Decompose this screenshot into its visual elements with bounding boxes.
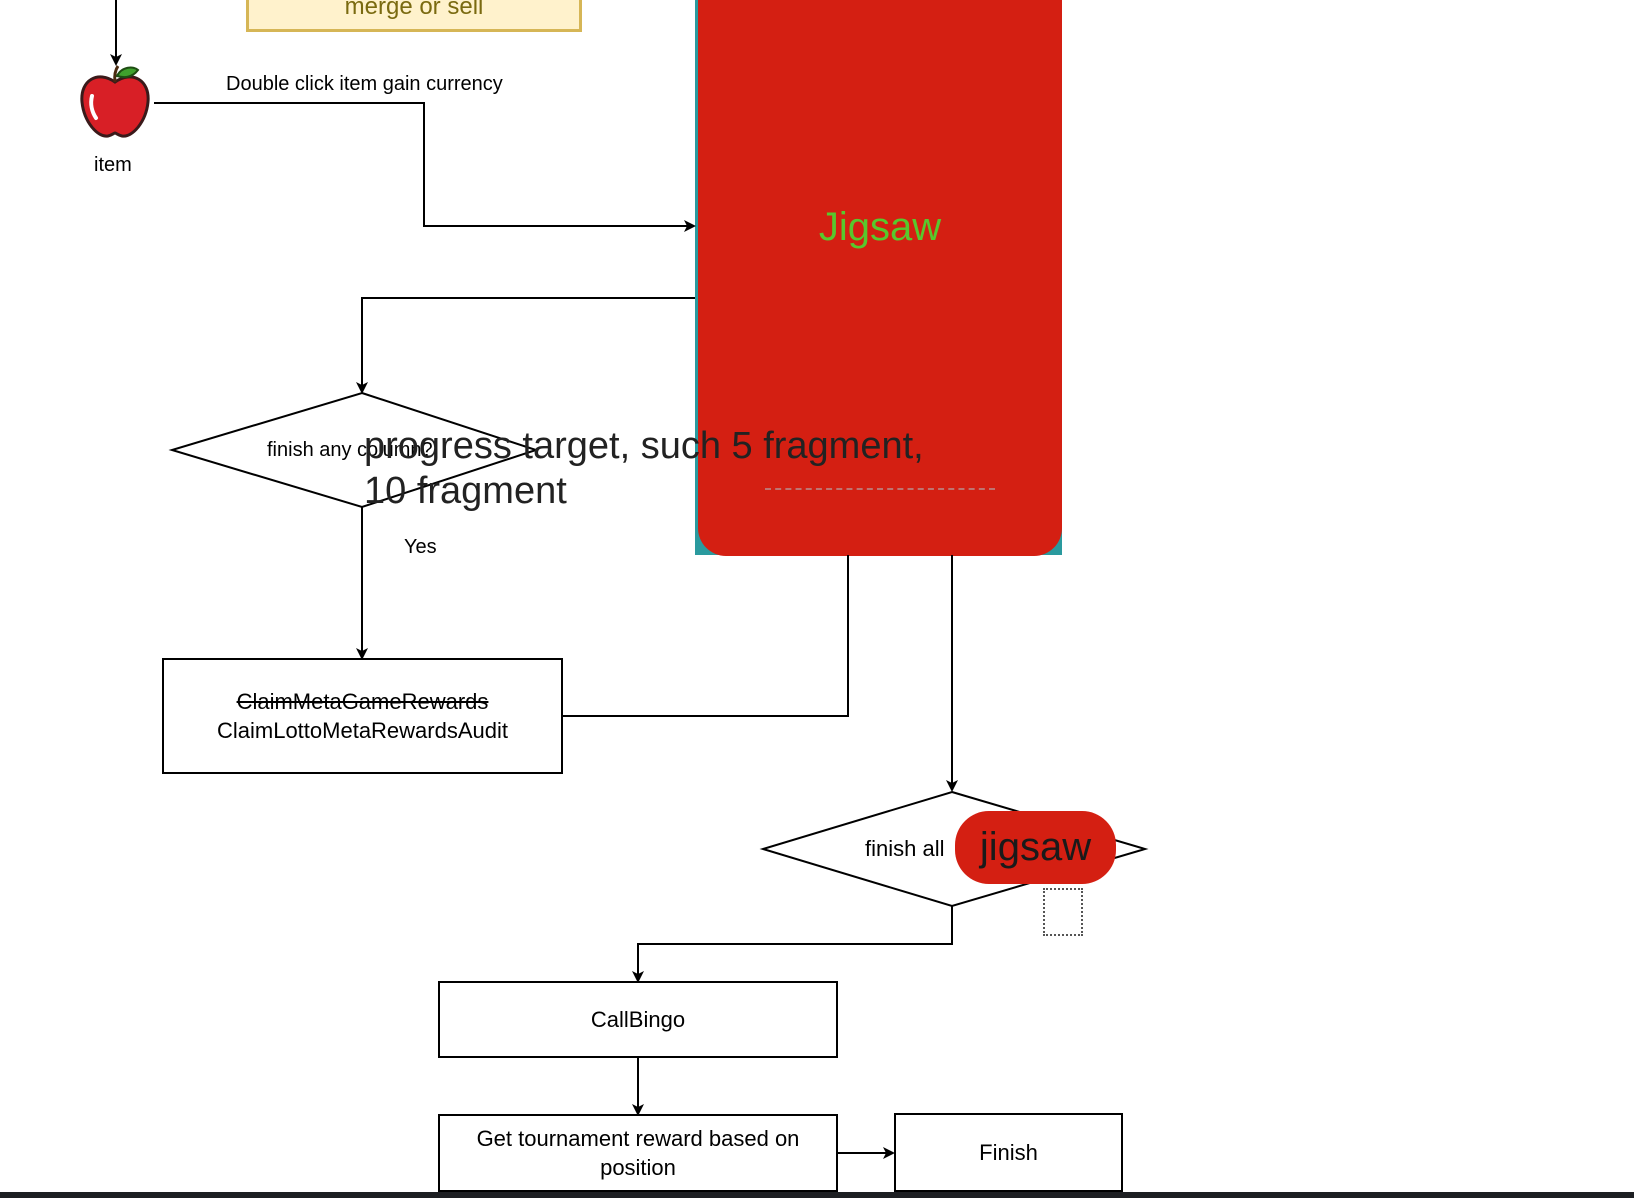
call-bingo-box[interactable]: CallBingo — [438, 981, 838, 1058]
tournament-reward-box[interactable]: Get tournament reward based on position — [438, 1114, 838, 1192]
edge-label-double-click: Double click item gain currency — [226, 73, 503, 95]
bottom-bar — [0, 1192, 1634, 1198]
apple-icon[interactable] — [78, 64, 152, 140]
jigsaw-panel[interactable] — [698, 0, 1062, 556]
claim-meta-game-rewards-label: ClaimMetaGameRewards — [236, 689, 489, 714]
progress-target-line-1: progress target, such 5 fragment, — [364, 425, 924, 467]
jigsaw-pill[interactable]: jigsaw — [955, 811, 1116, 884]
progress-target-note: progress target, such 5 fragment, 10 fra… — [364, 424, 924, 514]
edge-claim-to-jigsaw — [563, 555, 849, 717]
claim-rewards-box[interactable]: ClaimMetaGameRewards ClaimLottoMetaRewar… — [162, 658, 563, 774]
edge-finish-all-to-callbingo — [632, 906, 953, 983]
item-label: item — [94, 154, 132, 176]
claim-lotto-meta-rewards-audit-label: ClaimLottoMetaRewardsAudit — [216, 718, 509, 743]
progress-target-line-2: 10 fragment — [364, 470, 567, 512]
jigsaw-panel-title: Jigsaw — [818, 205, 942, 249]
empty-placeholder-box[interactable] — [1043, 888, 1083, 936]
merge-or-sell-box[interactable]: merge or sell — [246, 0, 582, 32]
edge-label-yes: Yes — [404, 536, 437, 558]
finish-box[interactable]: Finish — [894, 1113, 1123, 1192]
edge-item-to-jigsaw — [154, 102, 696, 232]
merge-or-sell-label: merge or sell — [344, 0, 484, 20]
decision-finish-all-label: finish all — [865, 836, 945, 861]
decision-finish-any-column-label: finish any column? — [267, 439, 433, 461]
jigsaw-panel-divider — [765, 488, 995, 490]
edge-jigsaw-to-column-check — [356, 297, 695, 394]
